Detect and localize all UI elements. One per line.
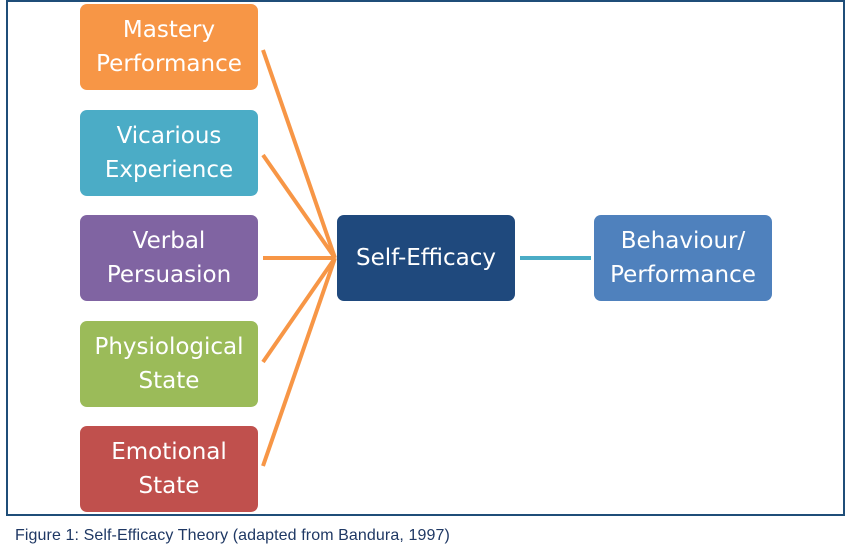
source-label: Emotional State <box>111 439 227 499</box>
center-box-self-efficacy: Self-Efficacy <box>337 215 515 301</box>
source-label: Physiological State <box>94 334 244 394</box>
figure-caption: Figure 1: Self-Efficacy Theory (adapted … <box>15 527 450 544</box>
connector-mastery <box>261 49 337 259</box>
outcome-label: Behaviour/ Performance <box>610 228 756 288</box>
connector-emotional <box>261 257 337 467</box>
source-label: Mastery Performance <box>96 17 242 77</box>
source-box-vicarious-experience: Vicarious Experience <box>80 110 258 196</box>
source-box-verbal-persuasion: Verbal Persuasion <box>80 215 258 301</box>
connector-physiological <box>261 256 337 364</box>
connector-vicarious <box>261 153 337 260</box>
source-box-mastery-performance: Mastery Performance <box>80 4 258 90</box>
center-label: Self-Efficacy <box>355 245 497 271</box>
source-box-emotional-state: Emotional State <box>80 426 258 512</box>
outcome-box-behaviour-performance: Behaviour/ Performance <box>594 215 772 301</box>
source-label: Vicarious Experience <box>104 123 234 183</box>
source-label: Verbal Persuasion <box>106 228 232 288</box>
source-box-physiological-state: Physiological State <box>80 321 258 407</box>
